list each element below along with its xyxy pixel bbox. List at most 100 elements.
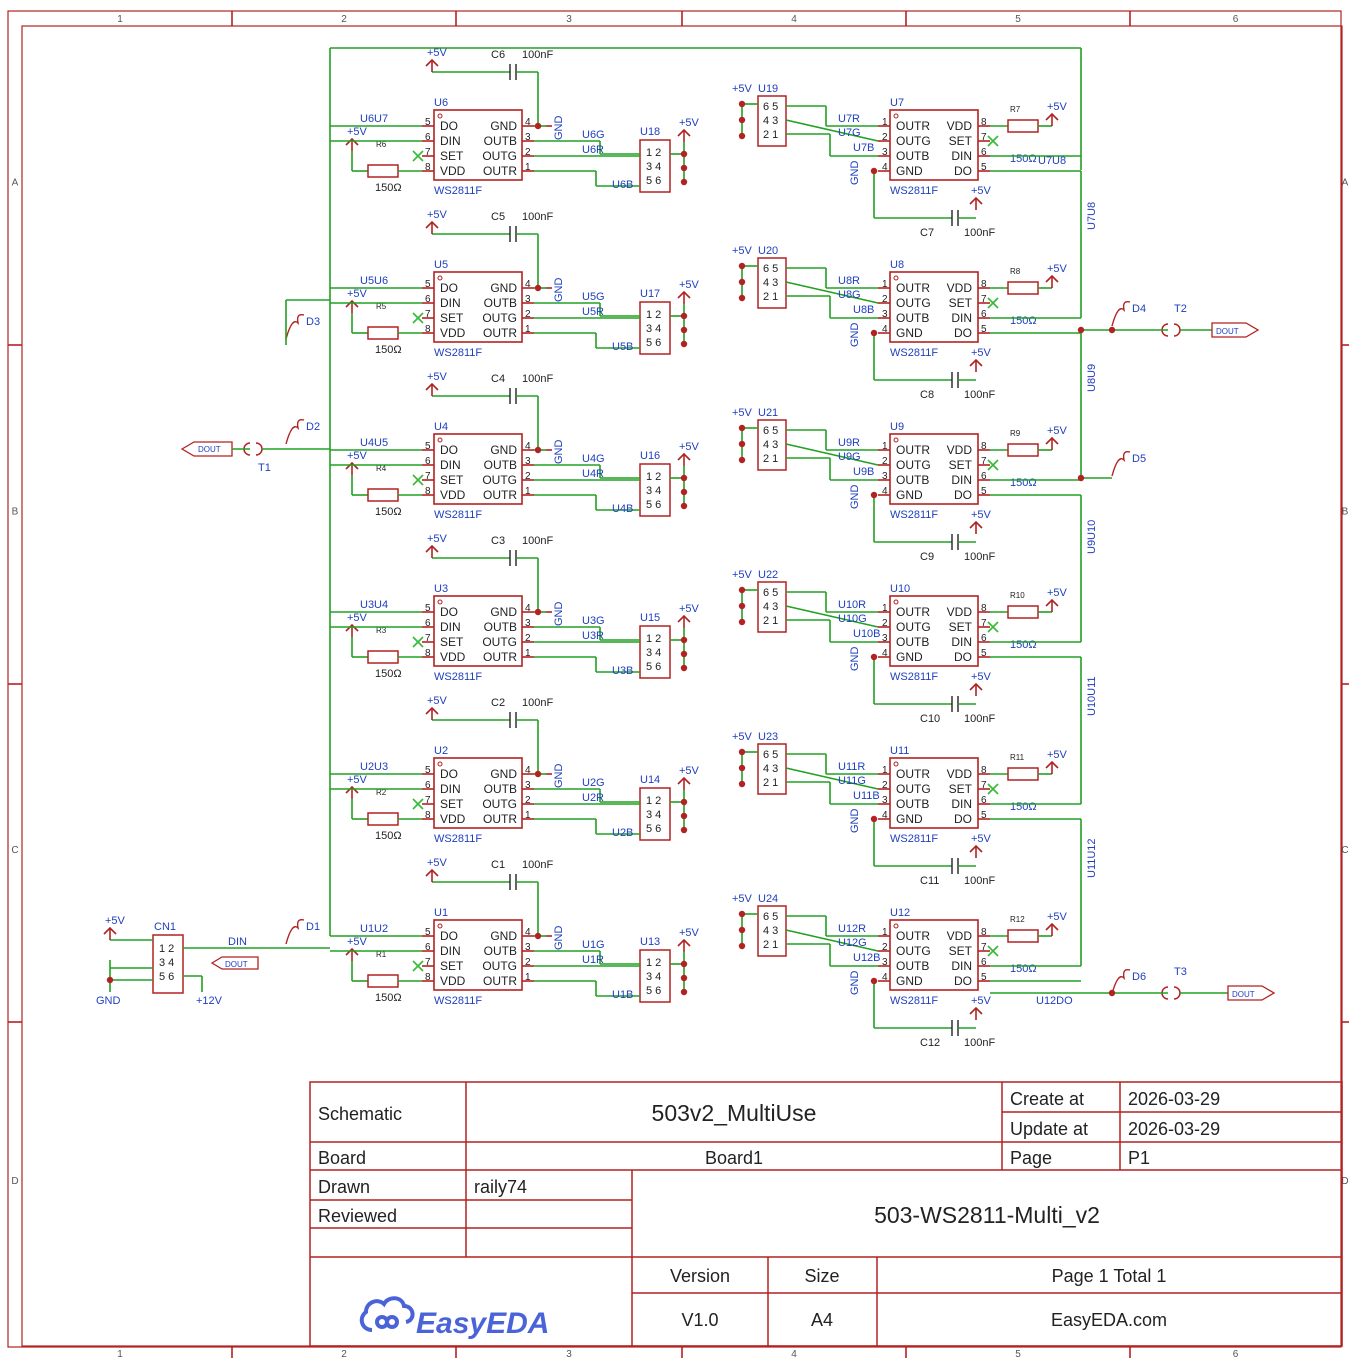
vcc-arrow [425,868,439,877]
pin-name: SET [440,959,464,973]
vcc-arrow [345,299,359,308]
vcc-arrow [677,776,691,785]
vcc-arrow [1045,436,1059,445]
diode-ref: D1 [306,921,320,933]
pin1-mark [893,437,899,443]
dout-port-label: DOUT [198,445,221,454]
net-label: U4B [612,503,633,515]
res-value: 150Ω [1010,801,1037,813]
row-marker: C [11,845,18,856]
chip-part: WS2811F [890,995,938,1007]
column-marker: 2 [341,1349,347,1358]
pin-number: 6 [981,309,987,320]
chip-ref: U8 [890,259,904,271]
junction-dot [738,910,746,918]
vcc-symbol: +5V [345,612,368,637]
net-label: U4R [582,468,604,480]
cap-ref: C3 [491,535,505,547]
pin-number: 3 [525,618,531,629]
cap-value: 100nF [964,227,995,239]
vcc-label: +5V [971,509,992,521]
pin-number: 2 [525,471,531,482]
net-label: U6R [582,144,604,156]
chip-part: WS2811F [434,833,482,845]
pin-number: 6 [981,795,987,806]
pin-name: VDD [440,812,466,826]
vcc-arrow [969,844,983,853]
vcc-symbol: +5V [345,936,368,961]
pin-name: OUTB [896,635,929,649]
vcc-symbol: +5V [425,47,448,72]
resistor-body [1007,443,1039,457]
pin-number: 6 [981,471,987,482]
res-value: 150Ω [1010,153,1037,165]
pin-name: VDD [947,119,973,133]
chip-body [889,271,979,343]
vcc-label: +5V [1047,101,1068,113]
column-marker: 4 [791,14,797,25]
no-connect-icon [987,459,999,471]
junction-dot [738,942,746,950]
vcc-label: +5V [1047,911,1068,923]
tvs-diode-icon [285,918,305,945]
junction-dot [870,491,878,499]
version-label: Version [670,1266,730,1286]
pin-number: 7 [981,294,987,305]
diode-ref: D6 [1132,971,1146,983]
pin-number: 7 [425,471,431,482]
header-pins: 2 1 [763,453,778,465]
junction-dot [738,294,746,302]
chain-net-label: U11U12 [1086,838,1098,878]
chip-ref: U9 [890,421,904,433]
pin-name: VDD [947,767,973,781]
net-label: U7G [838,127,861,139]
connector-ref: CN1 [154,921,176,933]
pin-name: DO [440,119,458,133]
header-pins: 1 2 [646,957,661,969]
pin-number: 7 [425,147,431,158]
vcc-label: +5V [427,533,448,545]
chain-net-label: U7U8 [1038,155,1066,167]
cap-ref: C11 [920,875,939,887]
chip-part: WS2811F [890,671,938,683]
vcc-symbol: +5V [969,509,992,534]
pin-number: 1 [525,162,531,173]
pin-number: 1 [525,324,531,335]
no-connect-stroke [987,135,999,147]
pin-name: GND [896,812,923,826]
vcc-symbol: +5V [969,833,992,858]
net-wire [785,443,879,466]
pin-name: GND [896,326,923,340]
resistor-body [1007,767,1039,781]
junction-dot [738,424,746,432]
chip-body [889,433,979,505]
pin-number: 6 [425,294,431,305]
chip-part: WS2811F [890,185,938,197]
pin-number: 2 [525,147,531,158]
pin-number: 3 [882,471,888,482]
pin-number: 1 [525,486,531,497]
header-body [639,625,671,679]
junction-dot [680,502,688,510]
net-label: U12G [838,937,867,949]
chip-body [433,595,523,667]
res-value: 150Ω [375,344,402,356]
header-body [757,95,787,147]
chip-part: WS2811F [890,833,938,845]
junction-dot [738,586,746,594]
chip-body [433,919,523,991]
pin-name: DO [954,326,972,340]
chain-net-label: U2U3 [360,761,388,773]
pin-name: OUTB [484,782,517,796]
no-connect-stroke [412,312,424,324]
pin-number: 1 [525,972,531,983]
junction-dot [738,456,746,464]
pin-name: OUTG [482,149,517,163]
vcc-arrow [677,614,691,623]
pin-name: OUTG [482,959,517,973]
cap-value: 100nF [964,1037,995,1049]
